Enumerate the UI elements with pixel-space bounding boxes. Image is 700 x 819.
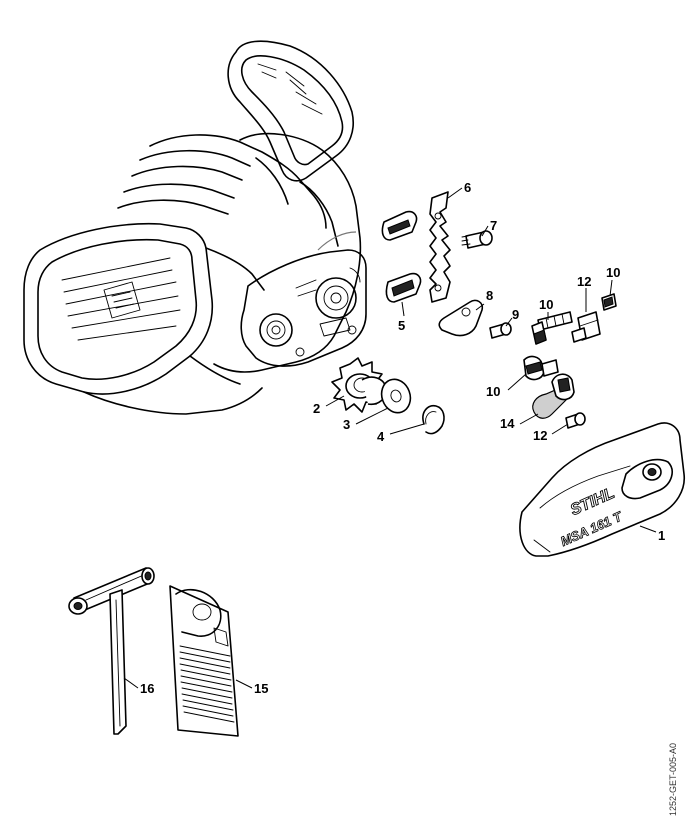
part-screw-upper: [461, 230, 493, 249]
callout-6: 6: [464, 180, 471, 195]
callout-3: 3: [343, 417, 350, 432]
part-washer: [380, 378, 412, 414]
callout-16: 16: [140, 681, 154, 696]
part-instruction-card: [169, 585, 239, 737]
callout-5: 5: [398, 318, 405, 333]
part-sprocket: [331, 357, 388, 413]
callout-13: 12: [577, 274, 591, 289]
callout-9: 9: [512, 307, 519, 322]
callout-15: 15: [254, 681, 268, 696]
part-collar-stud-upper: [531, 311, 573, 345]
part-bumper-spike: [429, 191, 451, 303]
part-screw-lower: [565, 412, 586, 429]
callout-4: 4: [377, 429, 385, 444]
chainsaw-housing: [23, 40, 367, 415]
document-reference: 1252-GET-005-A0: [668, 742, 678, 816]
part-e-clip: [422, 404, 445, 435]
callout-8: 8: [486, 288, 493, 303]
part-tensioner-slide: [571, 311, 601, 343]
callout-2: 2: [313, 401, 320, 416]
part-combination-wrench: [68, 567, 155, 735]
callout-14: 14: [500, 416, 515, 431]
callout-10-upper: 10: [539, 297, 553, 312]
callout-7: 7: [490, 218, 497, 233]
part-tensioner-lever: [532, 373, 575, 419]
callouts: 6 7 5 8 9 10 12 10 10 14 12 2 3 4 1 16 1: [123, 180, 665, 696]
part-screw-catcher: [489, 322, 512, 339]
part-chain-catcher: [438, 299, 484, 337]
part-bumper-spike-small: [385, 272, 422, 303]
part-spike-block-upper: [381, 210, 418, 241]
part-sprocket-cover: STIHL MSA 161 T: [519, 422, 685, 557]
callout-12: 12: [533, 428, 547, 443]
callout-10-lower: 10: [486, 384, 500, 399]
part-adjuster-nut: [601, 293, 617, 311]
part-collar-stud-lower: [523, 355, 559, 381]
callout-11: 10: [606, 265, 620, 280]
callout-1: 1: [658, 528, 665, 543]
